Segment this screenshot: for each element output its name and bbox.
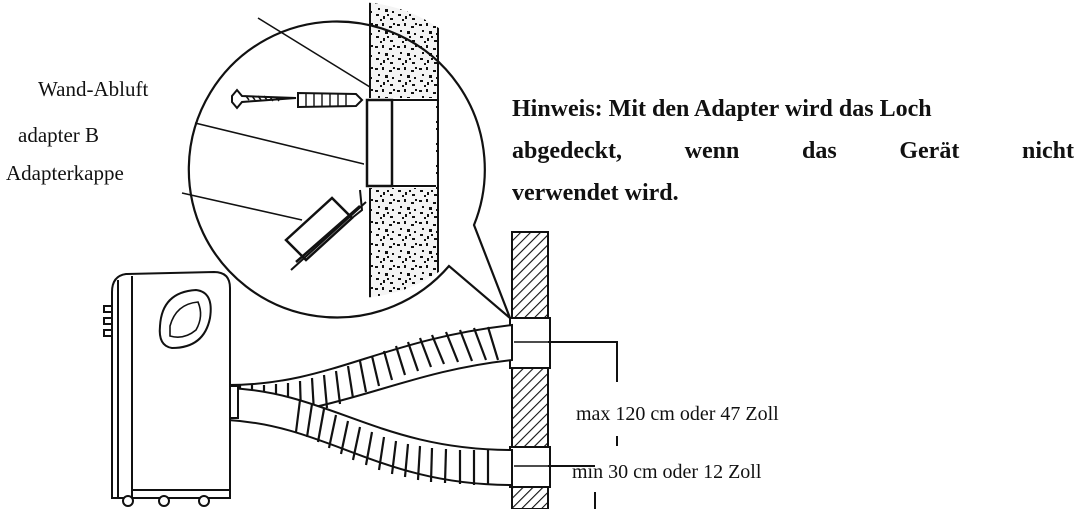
label-adapter-cap: Adapterkappe xyxy=(6,161,124,185)
wall-section xyxy=(509,231,551,509)
note-line-2: abgedeckt, wenn das Gerät nicht xyxy=(512,138,1074,164)
installation-note: Hinweis: Mit den Adapter wird das Loch a… xyxy=(512,88,1074,214)
detail-magnifier xyxy=(187,2,512,319)
note-line-1: Hinweis: Mit den Adapter wird das Loch xyxy=(512,96,932,122)
leader-lines xyxy=(181,17,379,221)
wall-anchor-icon xyxy=(297,91,364,109)
dimension-min: min 30 cm oder 12 Zoll xyxy=(572,461,762,483)
exhaust-hoses xyxy=(223,323,513,487)
note-line-3: verwendet wird. xyxy=(512,180,679,206)
screw-icon xyxy=(231,88,297,110)
portable-air-conditioner xyxy=(103,270,231,507)
dimension-lines xyxy=(548,341,618,509)
label-wall-exhaust: Wand-Abluft xyxy=(38,77,149,101)
adapter-cap-icon xyxy=(284,189,367,271)
dimension-max: max 120 cm oder 47 Zoll xyxy=(576,403,779,425)
label-adapter-b: adapter B xyxy=(18,123,100,147)
